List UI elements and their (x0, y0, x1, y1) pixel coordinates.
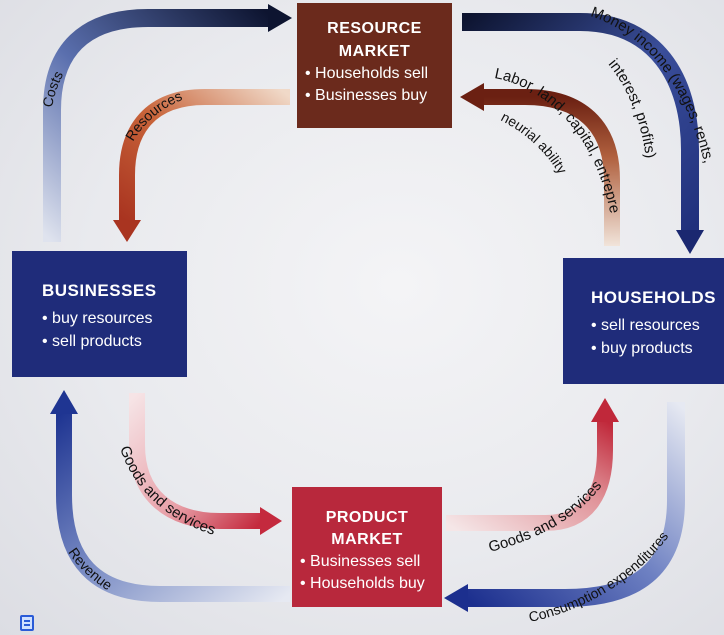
resources-label: Resources (122, 88, 184, 144)
labor-label-line2: neurial ability (499, 108, 571, 176)
product-market-title-line2: MARKET (331, 531, 403, 548)
businesses-item: • sell products (42, 333, 142, 350)
costs-arrowhead (268, 4, 292, 32)
resource-market-item: • Households sell (305, 65, 428, 82)
goods-services-left-arrowhead (260, 507, 282, 535)
goods-services-left-label: Goods and services (116, 444, 217, 539)
households-title: HOUSEHOLDS (591, 288, 716, 307)
businesses-title: BUSINESSES (42, 281, 157, 300)
costs-arrow (43, 4, 292, 242)
goods-services-right-arrowhead (591, 398, 619, 422)
revenue-arrowhead (50, 390, 78, 414)
revenue-arrow (50, 390, 290, 602)
households-item: • sell resources (591, 317, 700, 334)
document-icon[interactable] (20, 615, 34, 631)
resource-market-item: • Businesses buy (305, 87, 428, 104)
product-market-box: PRODUCT MARKET • Businesses sell • House… (292, 487, 442, 607)
resource-market-title-line1: RESOURCE (327, 20, 422, 37)
consumption-arrow (444, 402, 685, 612)
resource-market-title-line2: MARKET (338, 43, 411, 60)
businesses-item: • buy resources (42, 310, 153, 327)
businesses-box: BUSINESSES • buy resources • sell produc… (12, 251, 187, 377)
product-market-title-line1: PRODUCT (325, 509, 409, 526)
labor-arrowhead (460, 83, 484, 111)
households-item: • buy products (591, 340, 693, 357)
consumption-arrowhead (444, 584, 468, 612)
product-market-item: • Businesses sell (300, 553, 421, 570)
households-box: HOUSEHOLDS • sell resources • buy produc… (563, 258, 724, 384)
resources-arrowhead (113, 220, 141, 242)
goods-services-right-arrow (446, 398, 619, 531)
goods-services-left-arrow (129, 393, 282, 535)
money-income-arrow (462, 13, 704, 254)
revenue-label: Revenue (65, 545, 115, 594)
money-income-arrowhead (676, 230, 704, 254)
labor-arrow (460, 83, 620, 246)
resources-arrow (113, 89, 290, 242)
product-market-item: • Households buy (300, 575, 425, 592)
resource-market-box: RESOURCE MARKET • Households sell • Busi… (297, 3, 452, 128)
